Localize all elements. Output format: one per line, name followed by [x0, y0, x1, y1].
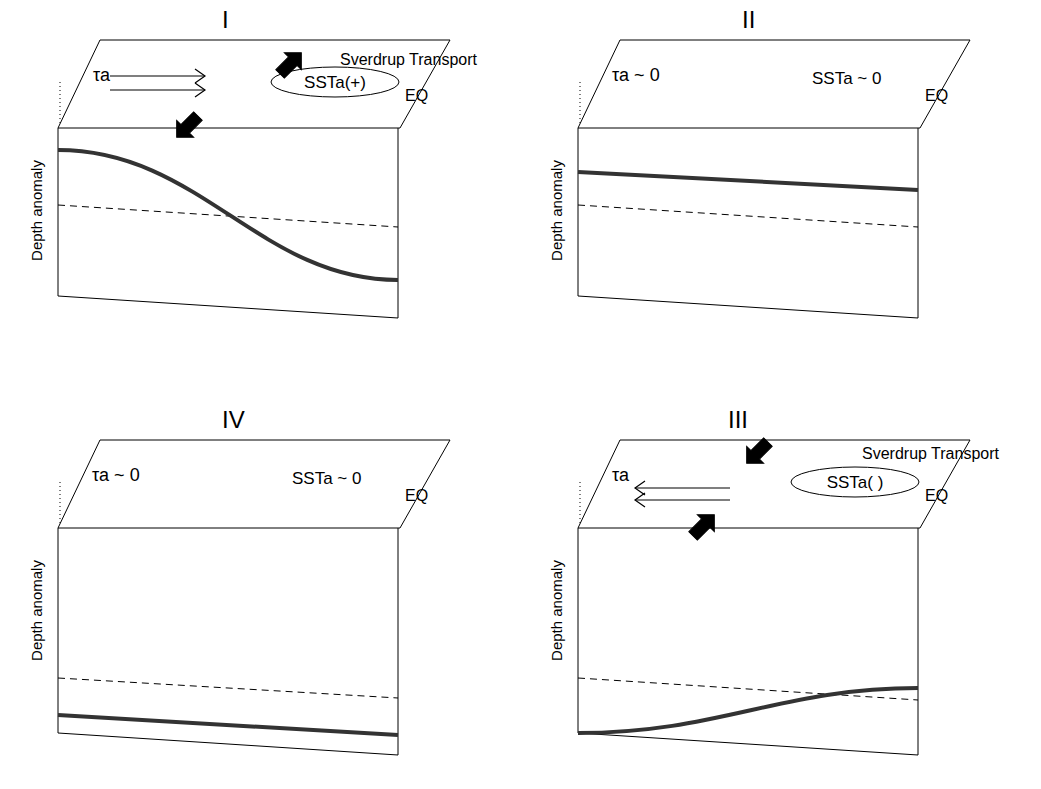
sverdrup-arrow: [685, 506, 723, 544]
box-edge: [578, 733, 918, 755]
axis-label: Depth anomaly: [29, 160, 44, 261]
wind-stress-label: τa: [93, 66, 110, 84]
thermocline-anomaly: [58, 150, 398, 280]
dotted-edge: [60, 82, 61, 126]
wind-arrow-head: [635, 493, 645, 507]
equator-label: EQ: [405, 88, 428, 104]
ellipse: [791, 467, 919, 497]
wind-arrow-head: [635, 481, 645, 495]
wind-arrow-head: [195, 69, 205, 83]
panel-number: IV: [222, 408, 245, 432]
ocean-box: [578, 40, 970, 318]
sst-anomaly-ellipse: SSTa(+): [270, 66, 400, 98]
axis-label: Depth anomaly: [29, 560, 44, 661]
thermocline-anomaly: [578, 172, 918, 190]
box-edge: [578, 128, 579, 296]
sst-label: SSTa(+): [304, 74, 366, 91]
callout-label: Sverdrup Transport: [862, 446, 999, 462]
dotted-edge: [580, 482, 581, 526]
sst-label: SSTa( ): [827, 474, 884, 491]
wind-arrow-head: [195, 83, 205, 97]
thermocline-anomaly: [58, 715, 398, 735]
wind-stress-label: τa ~ 0: [92, 466, 140, 484]
dotted-edge: [60, 482, 61, 526]
axis-label: Depth anomaly: [549, 560, 564, 661]
thermocline-anomaly: [578, 688, 918, 733]
ellipse: [271, 67, 399, 97]
panel-number: III: [728, 408, 748, 432]
equator-label: EQ: [405, 488, 428, 504]
ocean-box: [58, 440, 450, 755]
box-edge: [58, 296, 398, 318]
panel-number: II: [742, 8, 755, 32]
wind-arrow: [110, 75, 205, 76]
dotted-edge: [580, 82, 581, 126]
axis-label: Depth anomaly: [549, 160, 564, 261]
equator-label: EQ: [925, 488, 948, 504]
wind-stress-label: τa ~ 0: [612, 66, 660, 84]
sea-surface: [578, 40, 970, 128]
wind-stress-label: τa: [612, 466, 629, 484]
reference-depth: [578, 205, 918, 227]
wind-arrow: [635, 487, 730, 488]
box-edge: [578, 528, 579, 733]
sverdrup-arrow: [738, 434, 776, 472]
sst-label: SSTa ~ 0: [292, 470, 361, 487]
wind-arrow: [635, 499, 730, 500]
sea-surface: [58, 440, 450, 528]
sst-anomaly-ellipse: SSTa( ): [790, 466, 920, 498]
box-edge: [58, 128, 59, 296]
reference-depth: [58, 678, 398, 698]
box-edge: [58, 733, 398, 755]
box-edge: [578, 296, 918, 318]
ocean-box: [58, 40, 450, 318]
equator-label: EQ: [925, 88, 948, 104]
box-edge: [58, 528, 59, 733]
sst-label: SSTa ~ 0: [812, 70, 881, 87]
wind-arrow: [110, 89, 205, 90]
panel-number: I: [222, 8, 229, 32]
sverdrup-arrow: [168, 108, 206, 146]
callout-label: Sverdrup Transport: [340, 52, 477, 68]
ocean-box: [578, 434, 970, 755]
